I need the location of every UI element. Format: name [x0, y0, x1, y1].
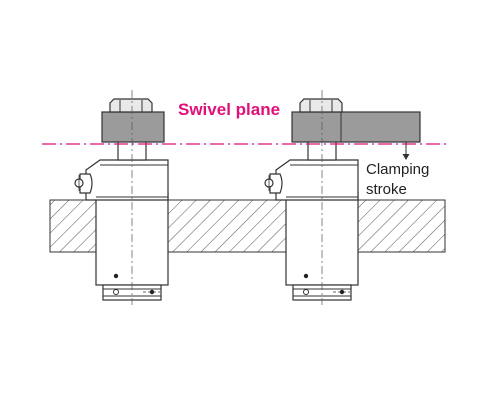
left-clamp-head — [85, 159, 169, 201]
left-swing-clamp — [74, 90, 169, 305]
left-clamp-arm — [101, 111, 165, 143]
clamping-stroke-label: Clamping stroke — [366, 160, 429, 200]
clamping-stroke-arrow — [402, 142, 410, 160]
clamping-stroke-line2: stroke — [366, 181, 407, 198]
clamping-stroke-line1: Clamping — [366, 161, 430, 178]
swivel-plane-label: Swivel plane — [178, 100, 281, 119]
right-lug — [269, 173, 283, 194]
right-port-dot — [303, 273, 309, 279]
left-port-dot — [113, 273, 119, 279]
left-lug — [79, 173, 93, 194]
right-clamp-arm — [291, 111, 421, 143]
right-clamp-head — [275, 159, 359, 201]
right-swing-clamp — [264, 90, 421, 305]
right-hex-nut — [299, 98, 343, 113]
left-hex-nut — [109, 98, 153, 113]
